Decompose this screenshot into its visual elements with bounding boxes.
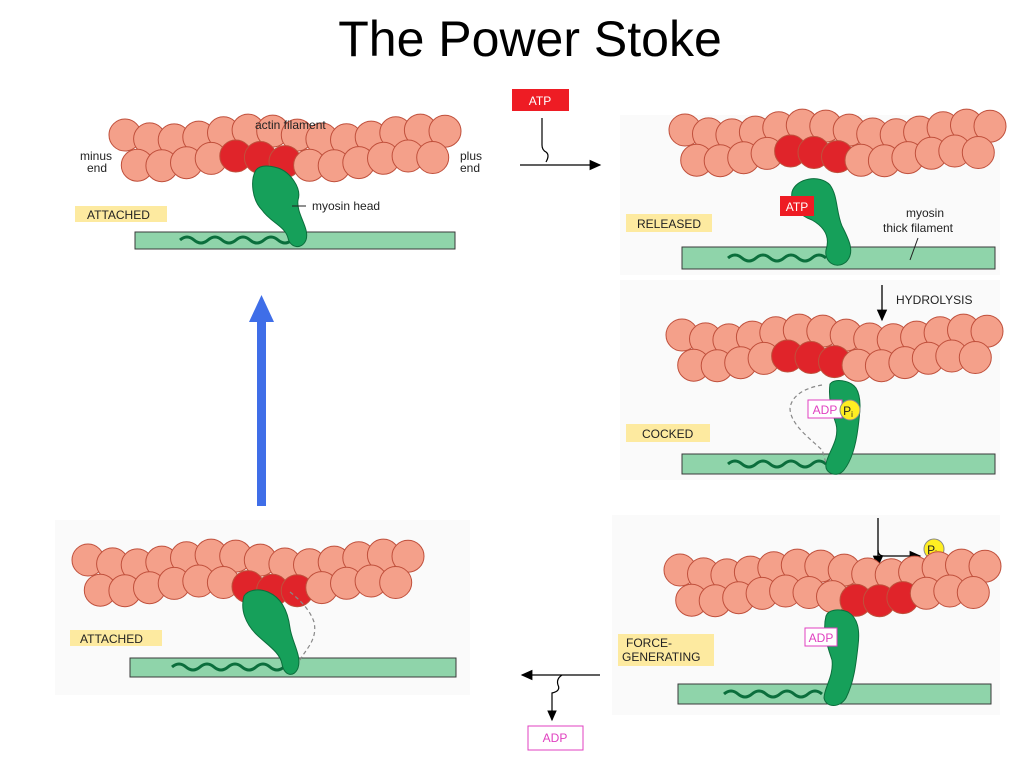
myosin-head-label: myosin head	[312, 199, 380, 213]
myosin-tail	[179, 235, 293, 245]
cycle-arrow	[249, 295, 274, 506]
page-title: The Power Stoke	[338, 11, 722, 67]
actin-filament	[663, 548, 1002, 618]
thick-filament-label: myosin	[906, 206, 944, 220]
actin-filament	[71, 538, 425, 608]
actin-monomer	[379, 566, 413, 599]
state-label-attached-bottom: ATTACHED	[80, 632, 143, 646]
thick-filament-label-2: thick filament	[883, 221, 954, 235]
panel-force-generating: Pi ADP FORCE- GENERATING	[618, 518, 1002, 706]
minus-end-label: minus	[80, 149, 112, 163]
atp-bound-tag	[780, 196, 814, 216]
myosin-head	[242, 589, 300, 675]
previous-head-outline	[789, 384, 829, 473]
panel-bg-cocked	[620, 280, 1000, 480]
actin-filament	[108, 113, 462, 183]
actin-filament	[668, 108, 1007, 178]
minus-end-label-2: end	[87, 161, 107, 175]
actin-monomer	[416, 141, 450, 174]
atp-input-label: ATP	[529, 94, 551, 108]
adp-bound-label: ADP	[809, 631, 834, 645]
actin-filament-label: actin filament	[255, 118, 326, 132]
panel-released: ATP RELEASED myosin thick filament	[626, 108, 1007, 270]
myosin-head	[252, 165, 308, 247]
state-label-bg	[626, 424, 710, 442]
actin-monomer	[956, 576, 990, 609]
state-label-released: RELEASED	[637, 217, 701, 231]
phosphate-bound	[839, 399, 861, 421]
state-label-attached-top: ATTACHED	[87, 208, 150, 222]
actin-filament	[665, 313, 1004, 383]
state-label-force-2: GENERATING	[622, 650, 700, 664]
adp-bound-tag	[804, 627, 838, 647]
actin-monomer	[958, 341, 992, 374]
state-label-bg	[70, 630, 162, 646]
hydrolysis-label: HYDROLYSIS	[896, 293, 972, 307]
adp-output-tag	[527, 725, 584, 751]
atp-input-tag	[512, 89, 569, 111]
state-label-bg	[75, 206, 167, 222]
atp-input: ATP	[512, 89, 602, 171]
state-label-cocked: COCKED	[642, 427, 694, 441]
atp-bound-label: ATP	[786, 200, 808, 214]
panel-attached-top: ATTACHED actin filament minus end plus e…	[75, 113, 482, 250]
state-label-bg	[618, 634, 714, 666]
plus-end-label-2: end	[460, 161, 480, 175]
panel-cocked: HYDROLYSIS ADP Pi COCKED	[626, 285, 1004, 475]
plus-end-label: plus	[460, 149, 482, 163]
adp-output-label: ADP	[543, 731, 568, 745]
pi-label: Pi	[843, 404, 853, 419]
adp-output: ADP	[520, 669, 600, 751]
panel-attached-bottom: ATTACHED	[70, 538, 457, 678]
state-label-bg	[626, 214, 712, 232]
state-label-force-1: FORCE-	[626, 636, 672, 650]
actin-monomer	[961, 136, 995, 169]
adp-bound-label: ADP	[813, 403, 838, 417]
